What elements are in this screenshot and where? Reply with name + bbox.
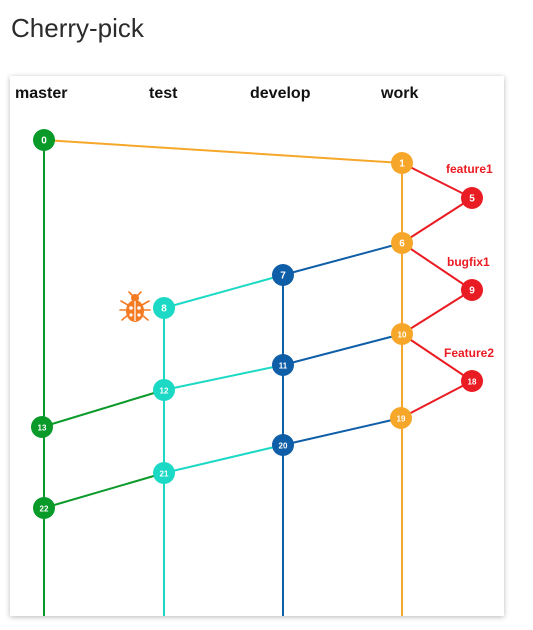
branch-label-work: work xyxy=(380,85,418,102)
branch-label-master: master xyxy=(15,85,67,102)
commit-label: 1 xyxy=(399,159,405,170)
commit-label: 19 xyxy=(397,415,406,424)
commit-circle xyxy=(31,416,53,438)
edge-c21-c22 xyxy=(43,472,165,509)
commit-circle xyxy=(153,379,175,401)
commit-node-18: 18 xyxy=(461,370,483,392)
commit-label: 13 xyxy=(38,424,47,433)
edge-c7-c8 xyxy=(163,274,284,309)
commit-label: 18 xyxy=(468,378,477,387)
commit-label: 10 xyxy=(398,331,407,340)
commit-node-19: 19 xyxy=(390,407,412,429)
labels: master test develop work feature1 bugfix… xyxy=(15,85,494,360)
edge-c5-c6 xyxy=(401,197,473,244)
commit-circle xyxy=(153,462,175,484)
commit-circle xyxy=(153,297,175,319)
edge-c10-c11 xyxy=(282,333,403,366)
edge-c18-c19 xyxy=(400,380,473,419)
branch-label-test: test xyxy=(149,85,178,102)
edge-c11-c12 xyxy=(163,364,284,391)
commit-circle xyxy=(391,152,413,174)
commit-circle xyxy=(272,434,294,456)
commit-node-10: 10 xyxy=(391,323,413,345)
commit-node-21: 21 xyxy=(153,462,175,484)
commit-circle xyxy=(390,407,412,429)
page-title: Cherry-pick xyxy=(11,13,144,43)
edge-c0-c1 xyxy=(43,139,403,164)
commit-node-5: 5 xyxy=(461,187,483,209)
commit-circle xyxy=(272,264,294,286)
branch-label-develop: develop xyxy=(250,85,311,102)
edge-c9-c10 xyxy=(401,289,473,335)
cherry-pick-diagram: master test develop work feature1 bugfix… xyxy=(15,85,494,616)
commit-node-20: 20 xyxy=(272,434,294,456)
commit-circle xyxy=(461,187,483,209)
edge-c10-c18 xyxy=(401,333,473,382)
edge-c12-c13 xyxy=(41,389,165,428)
commit-label: 0 xyxy=(41,136,47,147)
commit-label: 11 xyxy=(279,362,288,371)
commits: 0 1 5 6 7 8 9 10 11 12 13 18 19 20 21 22 xyxy=(31,129,483,519)
commit-label: 9 xyxy=(469,286,475,297)
commit-node-22: 22 xyxy=(33,497,55,519)
commit-node-11: 11 xyxy=(272,354,294,376)
feature-label-feature1: feature1 xyxy=(446,162,493,176)
commit-label: 21 xyxy=(160,470,169,479)
feature-label-feature2: Feature2 xyxy=(444,346,494,360)
commit-circle xyxy=(391,232,413,254)
edge-c6-c9 xyxy=(401,242,473,291)
commit-circle xyxy=(391,323,413,345)
commit-node-7: 7 xyxy=(272,264,294,286)
edge-c1-c5 xyxy=(401,162,473,199)
commit-circle xyxy=(33,129,55,151)
commit-label: 7 xyxy=(280,271,286,282)
commit-node-8: 8 xyxy=(153,297,175,319)
commit-label: 8 xyxy=(161,304,167,315)
commit-node-1: 1 xyxy=(391,152,413,174)
commit-circle xyxy=(272,354,294,376)
commit-node-9: 9 xyxy=(461,279,483,301)
commit-node-12: 12 xyxy=(153,379,175,401)
commit-node-0: 0 xyxy=(33,129,55,151)
commit-circle xyxy=(461,279,483,301)
commit-label: 5 xyxy=(469,194,475,205)
commit-node-6: 6 xyxy=(391,232,413,254)
commit-label: 20 xyxy=(279,442,288,451)
connections xyxy=(41,133,473,616)
edge-c6-c7 xyxy=(282,242,403,276)
feature-label-bugfix1: bugfix1 xyxy=(447,255,490,269)
edge-c20-c21 xyxy=(163,444,284,474)
ladybug-icon xyxy=(119,291,151,322)
commit-circle xyxy=(461,370,483,392)
commit-label: 6 xyxy=(399,239,405,250)
commit-label: 22 xyxy=(40,505,49,514)
commit-node-13: 13 xyxy=(31,416,53,438)
commit-label: 12 xyxy=(160,387,169,396)
commit-circle xyxy=(33,497,55,519)
edge-c19-c20 xyxy=(282,417,402,446)
diagram-card: master test develop work feature1 bugfix… xyxy=(10,76,504,616)
